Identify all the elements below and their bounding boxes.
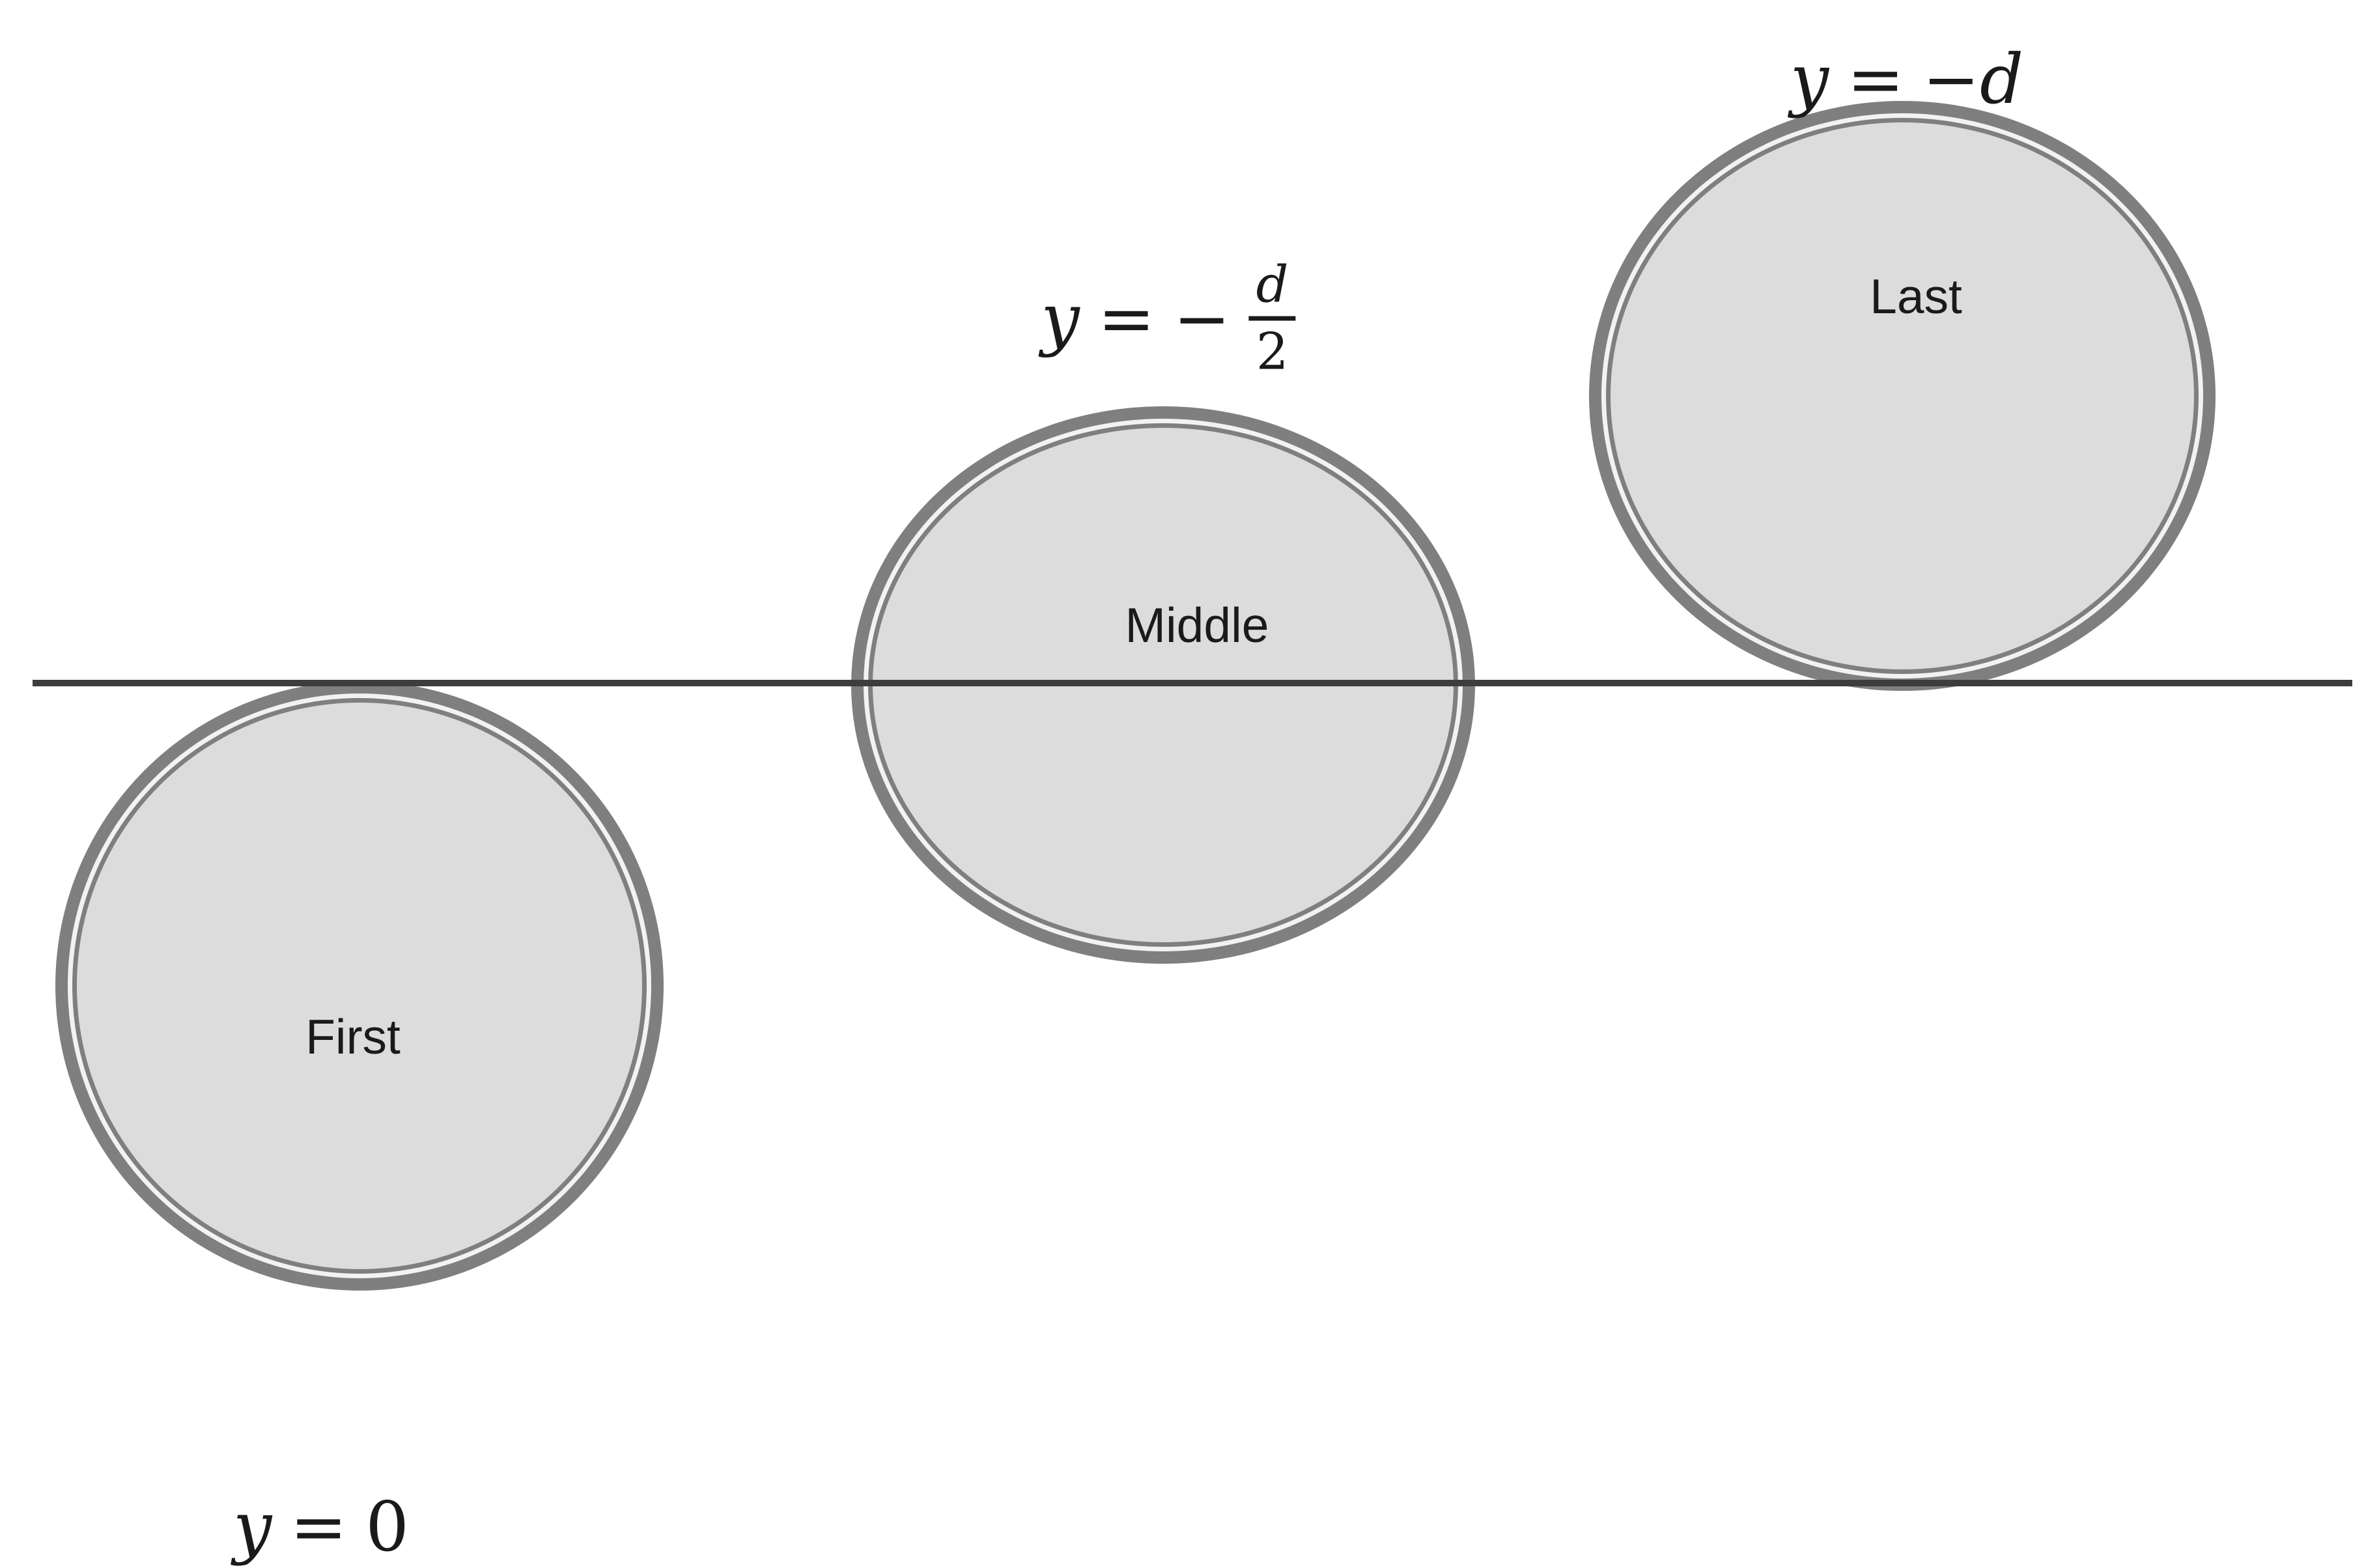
equation-variable: y <box>1041 279 1080 358</box>
equation-value: −d <box>1922 40 2024 119</box>
equation-value: 0 <box>365 1487 410 1567</box>
circle-label-middle: Middle <box>1125 598 1269 652</box>
minus-sign: − <box>1173 279 1231 358</box>
equation-variable: y <box>1790 40 1829 119</box>
equals-sign: = <box>1097 279 1155 358</box>
fraction-d-over-2: d 2 <box>1248 255 1296 382</box>
fraction-numerator: d <box>1256 255 1289 315</box>
equation-y-equals-minus-d-over-2: y = − d 2 <box>1032 260 1304 378</box>
circle-first <box>72 698 647 1274</box>
equals-sign: = <box>290 1487 348 1567</box>
circle-label-last: Last <box>1870 269 1962 324</box>
fraction-denominator: 2 <box>1256 322 1289 382</box>
equals-sign: = <box>1847 40 1905 119</box>
equation-y-equals-0: y = 0 <box>224 1487 418 1567</box>
equation-variable: y <box>232 1487 272 1567</box>
equation-y-equals-minus-d: y = −d <box>1781 40 2033 119</box>
circle-last <box>1606 118 2199 674</box>
reference-line <box>33 680 2352 686</box>
fraction-bar <box>1248 316 1296 321</box>
circle-label-first: First <box>305 1009 401 1064</box>
